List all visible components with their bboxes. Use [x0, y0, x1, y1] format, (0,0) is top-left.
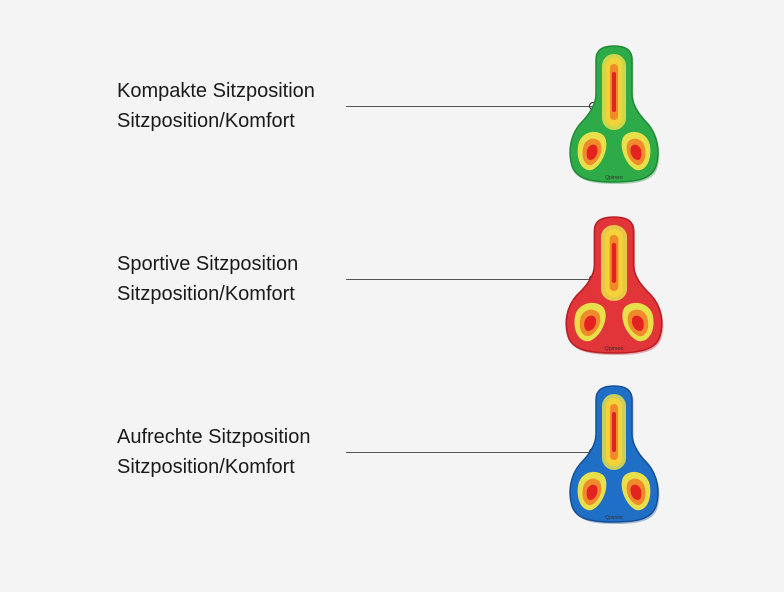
saddle-pad-green: Qpimeo [569, 45, 660, 184]
pad-row-compact: Kompakte Sitzposition Sitzposition/Komfo… [0, 45, 784, 246]
front-pressure-zone [602, 54, 626, 130]
leader-line [346, 452, 594, 453]
pad-subtitle: Sitzposition/Komfort [117, 456, 295, 478]
left-pressure-zone [577, 471, 607, 511]
front-pressure-zone [602, 394, 626, 470]
right-pressure-zone [622, 302, 654, 342]
pad-subtitle: Sitzposition/Komfort [117, 283, 295, 305]
pad-title: Aufrechte Sitzposition [117, 426, 311, 448]
saddle-pad-blue: Qpimeo [569, 385, 660, 524]
pad-label: Kompakte Sitzposition Sitzposition/Komfo… [117, 76, 315, 136]
pad-shape: Qpimeo [565, 216, 664, 355]
left-pressure-zone [574, 302, 606, 342]
pad-brand-mark: Qpimeo [605, 515, 623, 521]
leader-line [346, 279, 594, 280]
pad-subtitle: Sitzposition/Komfort [117, 110, 295, 132]
pad-brand-mark: Qpimeo [605, 175, 623, 181]
left-pressure-zone [577, 131, 607, 171]
right-pressure-zone [621, 131, 651, 171]
front-pressure-zone [600, 225, 628, 301]
pad-brand-mark: Qpimeo [604, 346, 623, 352]
right-pressure-zone [621, 471, 651, 511]
pad-row-upright: Aufrechte Sitzposition Sitzposition/Komf… [0, 385, 784, 592]
pad-label: Sportive Sitzposition Sitzposition/Komfo… [117, 249, 298, 309]
pad-row-sportive: Sportive Sitzposition Sitzposition/Komfo… [0, 216, 784, 419]
pad-label: Aufrechte Sitzposition Sitzposition/Komf… [117, 422, 310, 482]
leader-line [346, 106, 594, 107]
pad-shape: Qpimeo [569, 385, 660, 524]
pad-title: Kompakte Sitzposition [117, 80, 315, 102]
pad-title: Sportive Sitzposition [117, 253, 299, 275]
saddle-pad-red: Qpimeo [565, 216, 664, 355]
pad-shape: Qpimeo [569, 45, 660, 184]
